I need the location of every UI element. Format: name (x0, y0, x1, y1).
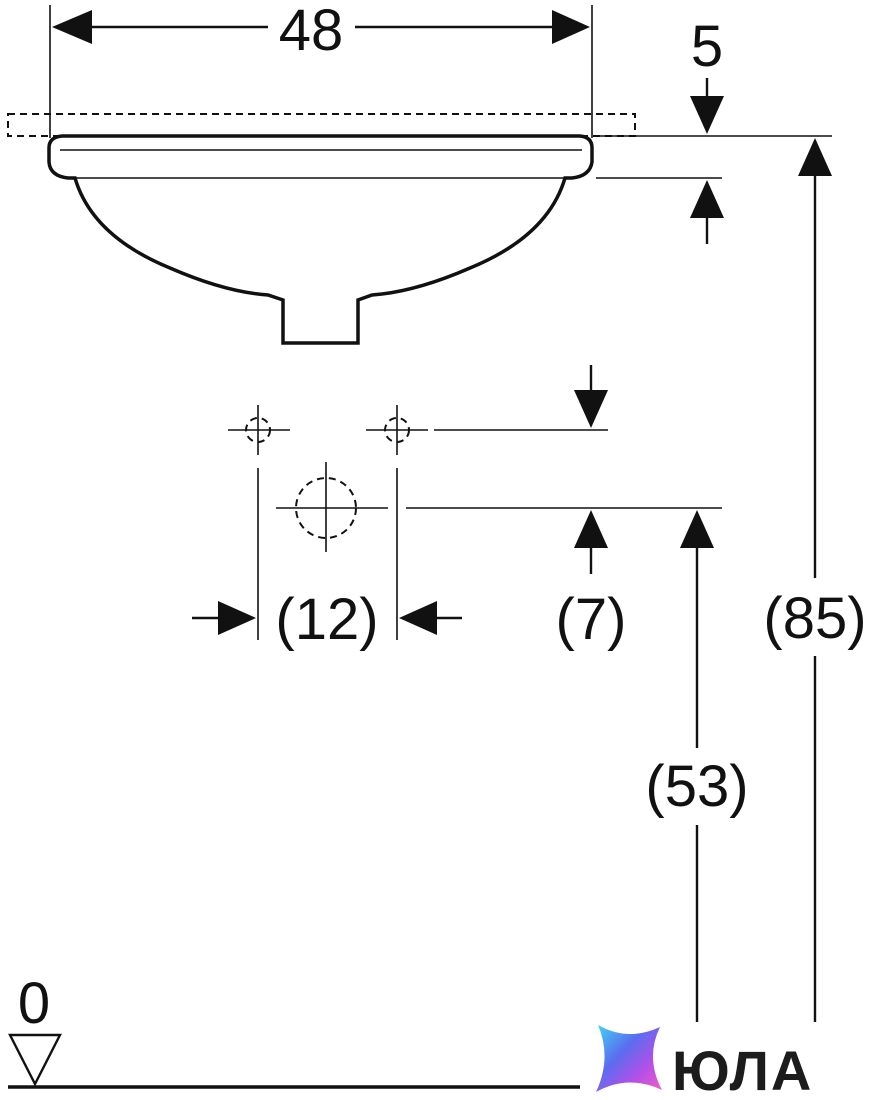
width-top-label: 48 (279, 0, 344, 63)
arrow-right-icon (552, 10, 590, 44)
arrow-down-icon (690, 96, 724, 134)
total-height-label: (85) (763, 586, 866, 651)
arrow-left-icon (399, 601, 437, 635)
arrow-up-icon (574, 510, 608, 548)
total-height-dimension: (85) (763, 138, 867, 1022)
hole-offset-label: (7) (556, 587, 627, 652)
tap-hole-left (228, 405, 290, 455)
arrow-up-icon (680, 510, 714, 548)
drain-height-label: (53) (645, 754, 748, 819)
arrow-up-icon (798, 138, 832, 176)
drain-height-dimension: (53) (645, 510, 749, 1022)
drain-hole (276, 462, 388, 552)
tap-hole-right (366, 405, 428, 455)
watermark-logo: ЮЛА (596, 1025, 813, 1100)
hole-spacing-label: (12) (275, 587, 378, 652)
floor-level-label: 0 (18, 971, 50, 1036)
rim-height-dimension: 5 (596, 14, 832, 244)
star-logo-icon (596, 1025, 662, 1092)
arrow-left-icon (52, 10, 92, 44)
top-width-dimension: 48 (49, 0, 593, 138)
floor-level-marker: 0 (8, 971, 580, 1089)
basin (47, 134, 594, 345)
countertop-outline (7, 113, 636, 137)
hole-spacing-dimension: (12) (192, 468, 462, 652)
arrow-right-icon (218, 601, 256, 635)
level-triangle-icon (8, 1033, 62, 1087)
logo-text: ЮЛА (672, 1039, 813, 1100)
hole-offset-dimension: (7) (406, 365, 722, 652)
arrow-down-icon (574, 390, 608, 428)
rim-height-label: 5 (691, 14, 723, 79)
arrow-up-icon (690, 180, 724, 218)
